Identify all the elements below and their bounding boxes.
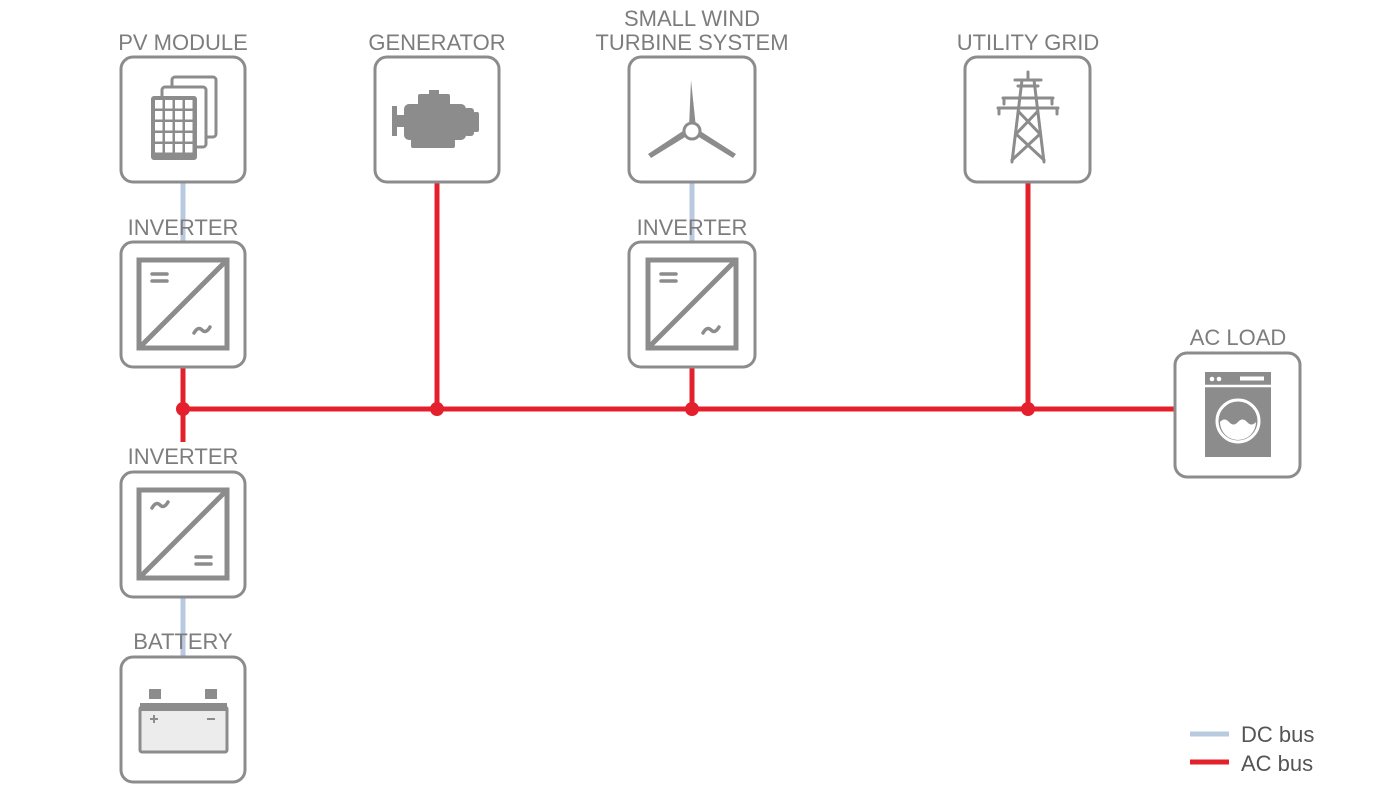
junction-dot <box>430 402 444 416</box>
junction-dot <box>1021 402 1035 416</box>
battery: BATTERY <box>119 629 247 784</box>
battery-label: BATTERY <box>133 629 233 654</box>
pv-module: PV MODULE <box>118 30 248 184</box>
legend-ac-label: AC bus <box>1241 751 1313 776</box>
inverter-icon <box>136 487 230 581</box>
junction-dot <box>176 402 190 416</box>
inverter-battery: INVERTER <box>119 444 247 599</box>
junction-dot <box>685 402 699 416</box>
dc-connections <box>180 182 695 657</box>
inverter-battery-label: INVERTER <box>128 444 239 469</box>
inverter-icon <box>645 257 739 351</box>
ac-load: AC LOAD <box>1173 325 1302 479</box>
utility-grid-label: UTILITY GRID <box>957 30 1100 55</box>
utility-grid: UTILITY GRID <box>957 30 1100 184</box>
wind-label-line2: TURBINE SYSTEM <box>595 30 788 55</box>
ac-load-label: AC LOAD <box>1190 325 1287 350</box>
wind-turbine-icon <box>648 80 736 158</box>
ac-bus-junctions <box>176 402 1035 416</box>
washing-machine-icon <box>1205 372 1271 457</box>
generator-label: GENERATOR <box>368 30 505 55</box>
inverter-pv-label: INVERTER <box>128 215 239 240</box>
inverter-wind: INVERTER <box>627 215 757 369</box>
engine-icon <box>392 90 479 148</box>
inverter-wind-label: INVERTER <box>637 215 748 240</box>
solar-panel-icon <box>151 75 218 160</box>
wind-turbine: SMALL WIND TURBINE SYSTEM <box>595 6 789 184</box>
pylon-icon <box>996 70 1060 164</box>
inverter-icon <box>136 257 230 351</box>
legend: DC bus AC bus <box>1190 722 1314 776</box>
pv-module-label: PV MODULE <box>118 30 248 55</box>
wind-label-line1: SMALL WIND <box>624 6 760 31</box>
generator: GENERATOR <box>368 30 506 184</box>
inverter-pv: INVERTER <box>119 215 247 369</box>
battery-icon <box>138 689 229 754</box>
legend-dc-label: DC bus <box>1241 722 1314 747</box>
